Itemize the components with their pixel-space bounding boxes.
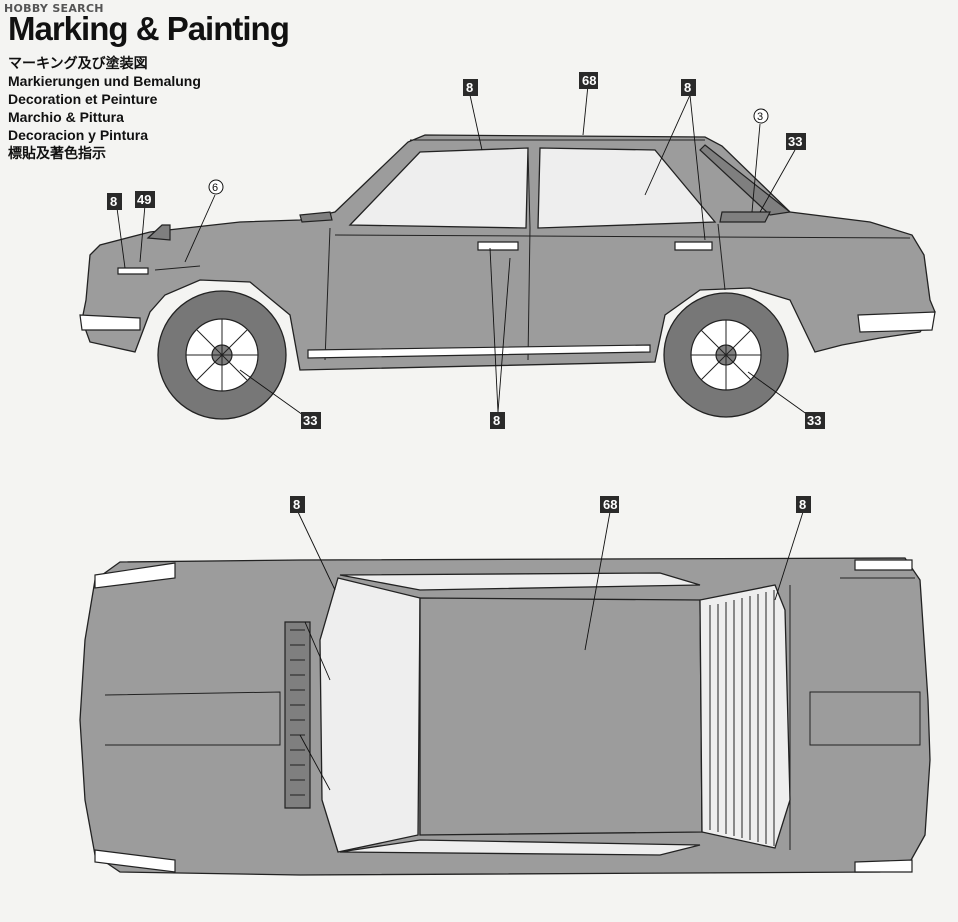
front-side-trim — [117, 267, 149, 275]
badge-top-front-trim: 8 — [290, 496, 305, 513]
badge-top-rear-trim: 8 — [796, 496, 811, 513]
side-front-window — [348, 147, 529, 229]
rear-bumper — [857, 311, 936, 333]
circle-fender-script: 6 — [208, 179, 224, 195]
cowl-vent — [284, 621, 311, 809]
badge-top-rear-trim-label: 8 — [799, 497, 806, 512]
badge-window-trim: 8 — [463, 79, 478, 96]
badge-window-trim-label: 8 — [466, 80, 473, 95]
badge-rear-wheel-label: 33 — [807, 413, 821, 428]
badge-roof-side: 68 — [579, 72, 598, 89]
side-mirror — [299, 211, 333, 223]
circle-c-pillar-badge: 3 — [753, 108, 769, 124]
top-roof — [419, 597, 703, 836]
badge-rear-window-trim: 8 — [681, 79, 696, 96]
badge-rear-vent: 33 — [786, 133, 806, 150]
badge-front-wheel: 33 — [301, 412, 321, 429]
side-body — [81, 134, 936, 371]
front-door-handle — [477, 241, 519, 251]
top-side-glass-upper — [339, 572, 701, 591]
circle-fender-script-label: 6 — [212, 182, 218, 194]
badge-top-front-trim-label: 8 — [293, 497, 300, 512]
badge-front-wheel-label: 33 — [303, 413, 317, 428]
badge-sill-trim: 8 — [490, 412, 505, 429]
badge-emblem: 49 — [135, 191, 155, 208]
rear-vent-grille — [719, 211, 771, 223]
language-spanish: Decoracion y Pintura — [8, 127, 149, 143]
badge-front-trim-label: 8 — [110, 194, 117, 209]
badge-front-trim: 8 — [107, 193, 122, 210]
top-view-car — [79, 557, 931, 876]
side-leader-lines — [116, 84, 816, 421]
circle-c-pillar-badge-label: 3 — [757, 111, 763, 123]
badge-sill-trim-label: 8 — [493, 413, 500, 428]
badge-rear-window-trim-label: 8 — [684, 80, 691, 95]
language-chinese: 標貼及著色指示 — [8, 145, 106, 161]
windshield — [319, 577, 421, 853]
badge-rear-wheel: 33 — [805, 412, 825, 429]
language-japanese: マーキング及び塗装図 — [8, 55, 148, 71]
rear-window — [699, 584, 791, 849]
language-french: Decoration et Peinture — [8, 91, 158, 107]
hobby-search-watermark: HOBBY SEARCH — [4, 2, 104, 15]
side-sill-trim — [307, 344, 651, 359]
badge-rear-vent-label: 33 — [788, 134, 802, 149]
badge-top-roof-label: 68 — [603, 497, 617, 512]
top-rear-bumper-lower — [854, 859, 913, 873]
top-front-bumper-lower — [94, 849, 176, 873]
language-list: マーキング及び塗装図 Markierungen und Bemalung Dec… — [8, 54, 201, 162]
badge-roof-side-label: 68 — [582, 73, 596, 88]
front-bumper — [79, 314, 141, 331]
page-title: Marking & Painting — [8, 10, 290, 47]
rear-door-handle — [674, 241, 713, 251]
side-view-car — [79, 134, 936, 420]
language-italian: Marchio & Pittura — [8, 109, 124, 125]
badge-emblem-label: 49 — [137, 192, 151, 207]
badge-top-roof: 68 — [600, 496, 619, 513]
top-side-glass-lower — [339, 839, 701, 856]
c-pillar-vent — [699, 144, 792, 216]
side-rear-window — [537, 147, 717, 229]
language-german: Markierungen und Bemalung — [8, 73, 201, 89]
top-front-bumper-upper — [94, 562, 176, 589]
top-leader-lines — [297, 511, 804, 651]
top-rear-bumper-upper — [854, 559, 913, 571]
